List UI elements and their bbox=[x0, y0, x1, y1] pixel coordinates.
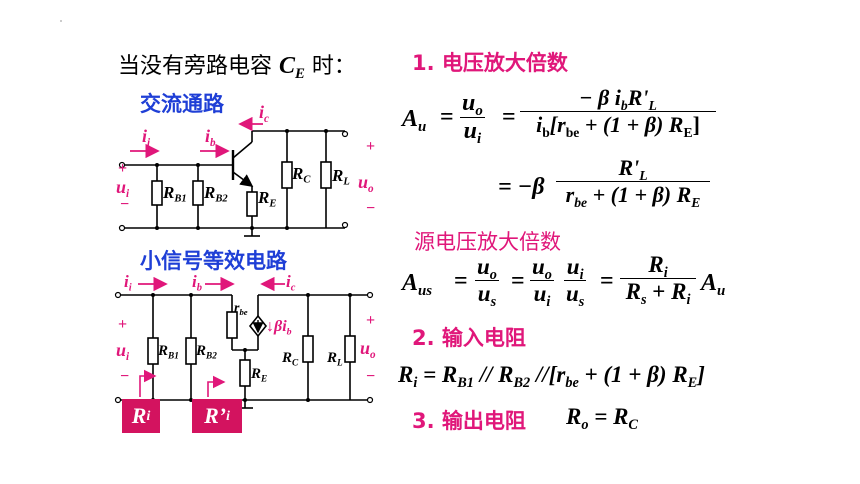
corner-dot bbox=[60, 20, 62, 22]
eq-au-tail: Au bbox=[701, 270, 726, 300]
eq-aus: Aus bbox=[402, 270, 433, 300]
eq-input-resistance: Ri = RB1 // RB2 //[rbe + (1 + β) RE] bbox=[398, 362, 705, 391]
ac-uo-label: uo bbox=[358, 172, 374, 195]
ac-uo-minus: − bbox=[366, 200, 376, 217]
eq-output-resistance: Ro = RC bbox=[566, 404, 638, 433]
eq-gain-fraction-2: R'L rbe + (1 + β) RE bbox=[556, 155, 710, 209]
small-signal-title: 小信号等效电路 bbox=[140, 249, 287, 273]
ac-ii-label: ii bbox=[142, 126, 151, 149]
ac-ui-label: ui bbox=[116, 177, 130, 200]
ac-ib-label: ib bbox=[205, 126, 216, 149]
eq-equals-1: = bbox=[440, 104, 454, 130]
eq-neg-beta: = −β bbox=[498, 174, 545, 200]
eq-uo-over-ui: uo ui bbox=[460, 90, 485, 148]
eq-ui-over-us: ui us bbox=[564, 254, 587, 310]
eq-gain-fraction: − β ibR'L ib[rbe + (1 + β) RE] bbox=[520, 85, 716, 139]
eq-au: Au bbox=[402, 106, 427, 136]
ss-rb2-label: RB2 bbox=[196, 343, 217, 362]
ac-rc-label: RC bbox=[292, 164, 311, 186]
ss-re-label: RE bbox=[251, 366, 268, 385]
section-input-resistance: 2. 输入电阻 bbox=[412, 326, 526, 350]
ss-ui-label: ui bbox=[116, 340, 130, 363]
header-line: 当没有旁路电容 CE 时： bbox=[118, 48, 356, 83]
eq-ri-over-rs-ri: Ri Rs + Ri bbox=[620, 252, 696, 307]
ac-ui-plus: + bbox=[118, 160, 128, 177]
section-source-gain: 源电压放大倍数 bbox=[414, 230, 561, 254]
ss-ic-label: ic bbox=[286, 272, 296, 294]
ss-ui-plus: + bbox=[118, 316, 128, 333]
eq-uo-over-us: uo us bbox=[475, 254, 499, 310]
eq-aus-equals-2: = bbox=[511, 268, 525, 294]
header-prefix: 当没有旁路电容 bbox=[118, 54, 279, 79]
section-voltage-gain: 1. 电压放大倍数 bbox=[412, 51, 568, 75]
header-suffix: 时： bbox=[304, 54, 356, 79]
ss-ui-minus: − bbox=[120, 368, 130, 385]
ss-rc-label: RC bbox=[282, 350, 299, 369]
header-cap: CE bbox=[279, 53, 305, 83]
ac-rb1-label: RB1 bbox=[163, 183, 187, 205]
ri-prime-tag: R’i bbox=[192, 399, 242, 433]
ss-rl-label: RL bbox=[327, 350, 343, 369]
ss-ib-label: ib bbox=[192, 272, 202, 294]
eq-equals-2: = bbox=[502, 104, 516, 130]
ss-rb1-label: RB1 bbox=[158, 343, 179, 362]
ss-rbe-label: rbe bbox=[234, 301, 248, 318]
section-output-resistance: 3. 输出电阻 bbox=[412, 409, 526, 433]
ac-uo-plus: + bbox=[366, 138, 376, 155]
ss-uo-minus: − bbox=[366, 368, 376, 385]
eq-aus-equals: = bbox=[454, 268, 468, 294]
ss-uo-plus: + bbox=[366, 312, 376, 329]
ac-re-label: RE bbox=[258, 188, 277, 210]
ac-ic-label: ic bbox=[259, 102, 269, 125]
ac-rb2-label: RB2 bbox=[204, 183, 228, 205]
ac-rl-label: RL bbox=[332, 166, 350, 188]
ss-uo-label: uo bbox=[360, 338, 376, 361]
ac-ui-minus: − bbox=[120, 196, 130, 213]
eq-uo-over-ui-2: uo ui bbox=[530, 254, 554, 310]
ss-beta-ib-label: ↓βib bbox=[266, 318, 292, 338]
ac-path-title: 交流通路 bbox=[140, 92, 224, 116]
ss-ii-label: ii bbox=[124, 272, 132, 294]
eq-aus-equals-3: = bbox=[600, 268, 614, 294]
